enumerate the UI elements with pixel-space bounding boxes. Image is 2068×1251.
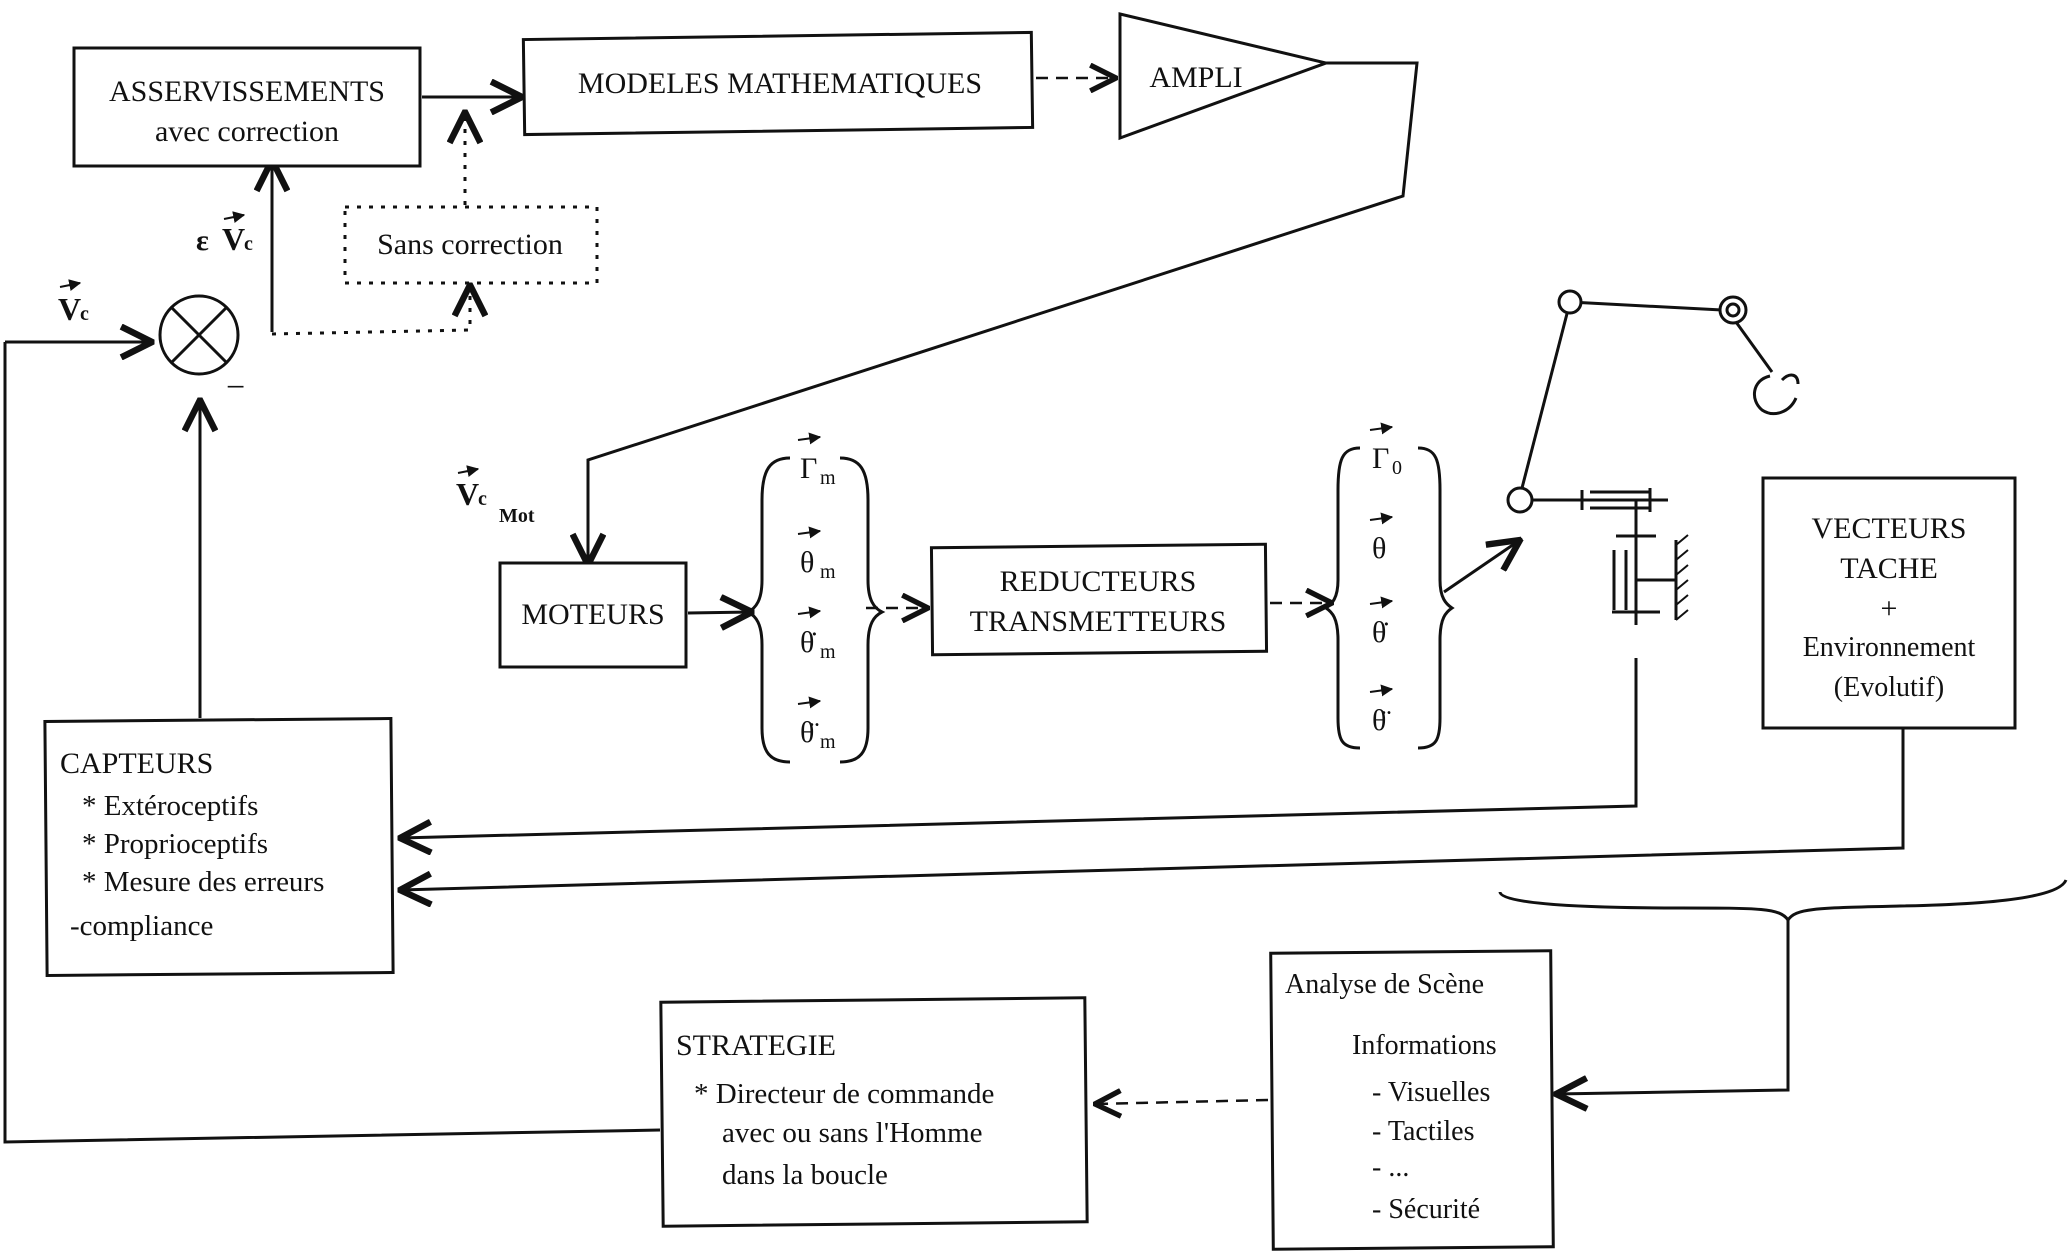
modeles-label: MODELES MATHEMATIQUES	[578, 67, 982, 100]
brace-to-analyse-line	[1556, 920, 1790, 1094]
joint-vector-vector-arrow	[1369, 684, 1394, 697]
joint-vector-entry: θ	[1369, 512, 1394, 565]
motor-vector-subscript: m	[820, 561, 836, 583]
moteurs-box	[498, 561, 688, 669]
motor-vector-entry: θ̇m	[797, 606, 836, 663]
reducteurs-box	[929, 542, 1269, 657]
epsilon-vc-label: ε V c	[196, 211, 253, 257]
capteurs-title: CAPTEURS	[60, 747, 213, 780]
minus-sign: −	[226, 369, 245, 406]
vc-sub: c	[80, 303, 89, 325]
sans-correction-label: Sans correction	[377, 228, 563, 261]
analyse-item-2: - Tactiles	[1372, 1116, 1474, 1147]
analyse-item-3: - ...	[1372, 1152, 1409, 1183]
robot-to-capteurs-line	[400, 658, 1638, 838]
analyse-title: Analyse de Scène	[1285, 969, 1484, 1000]
motor-vector-vector-arrow	[797, 606, 822, 619]
motor-vector-subscript: m	[820, 641, 836, 663]
motor-vector-vector-arrow	[797, 526, 822, 539]
vecteurs-line5: (Evolutif)	[1834, 672, 1944, 703]
analyse-to-strategie-arrow	[1095, 1100, 1269, 1104]
vc-mot-sub: c	[478, 488, 487, 510]
joint-vector-vector-arrow	[1369, 512, 1394, 525]
joint-vector-vector-arrow	[1369, 596, 1394, 609]
vecteurs-line2: TACHE	[1840, 552, 1938, 585]
moteurs-label: MOTEURS	[521, 598, 664, 631]
vc-label: V c	[58, 279, 89, 327]
motor-vector-subscript: m	[820, 731, 836, 753]
analyse-item-1: - Visuelles	[1372, 1077, 1490, 1108]
joint-vector-symbol: θ̇	[1372, 616, 1388, 649]
joint-vector-brackets	[1323, 446, 1455, 750]
joint-vector-subscript: 0	[1392, 457, 1402, 479]
motor-vector-subscript: m	[820, 467, 836, 489]
strategie-box	[659, 996, 1089, 1228]
joint-vector-symbol: Γ	[1372, 442, 1389, 475]
analyse-item-4: - Sécurité	[1372, 1194, 1480, 1225]
eps-vc-sub: c	[244, 233, 253, 255]
bypass-dotted-line	[271, 285, 470, 336]
capteurs-item-1: * Extéroceptifs	[82, 790, 258, 822]
analyse-subtitle: Informations	[1352, 1030, 1497, 1061]
vecteurs-line3: +	[1881, 592, 1898, 625]
capteurs-box	[43, 716, 395, 978]
motor-vector-brackets	[744, 456, 886, 764]
vecteurs-to-capteurs-line	[400, 728, 1905, 890]
joint-to-robot-arrow	[1443, 540, 1520, 594]
capteurs-item-2: * Proprioceptifs	[82, 828, 268, 860]
vecteurs-line1: VECTEURS	[1811, 512, 1966, 545]
motor-vector-symbol: θ	[800, 546, 814, 579]
vc-mot-label: V c Mot	[456, 465, 535, 527]
motor-vector-entry: θ̈m	[797, 696, 836, 753]
joint-vector-symbol: θ̈	[1372, 704, 1391, 737]
ampli-to-moteurs-line	[588, 61, 1419, 565]
eps-vc-base: V	[222, 221, 245, 257]
motor-vector-symbol: θ̈	[800, 716, 819, 749]
vecteurs-box	[1761, 476, 2017, 730]
strategie-item-3: dans la boucle	[722, 1159, 888, 1191]
ampli-triangle	[1118, 12, 1332, 141]
capteurs-item-4: -compliance	[70, 910, 213, 942]
motor-vector-vector-arrow	[797, 696, 822, 709]
analyse-box	[1269, 949, 1555, 1251]
strategy-feedback-line	[3, 342, 661, 1144]
strategie-title: STRATEGIE	[676, 1029, 836, 1062]
vc-base: V	[58, 291, 81, 327]
strategie-item-1: * Directeur de commande	[694, 1078, 994, 1110]
scene-brace	[1498, 879, 2068, 923]
robot-arm-icon	[1506, 289, 1800, 625]
summing-junction	[158, 294, 240, 376]
sans-correction-box	[343, 205, 599, 285]
vecteurs-line4: Environnement	[1803, 632, 1976, 663]
motor-vector-symbol: θ̇	[800, 626, 816, 659]
asservissements-label: ASSERVISSEMENTS	[109, 75, 385, 108]
ampli-label: AMPLI	[1149, 61, 1242, 94]
reducteurs-label: REDUCTEURS	[1000, 565, 1197, 598]
moteurs-to-vector-arrow	[687, 612, 752, 613]
joint-vector-vector-arrow	[1369, 422, 1394, 435]
reducteurs-sublabel: TRANSMETTEURS	[970, 605, 1227, 638]
vc-mot-base: V	[456, 476, 479, 512]
epsilon-symbol: ε	[196, 224, 209, 257]
joint-vector-entry: θ̇	[1369, 596, 1394, 649]
motor-vector-vector-arrow	[797, 432, 822, 445]
motor-vector-symbol: Γ	[800, 452, 817, 485]
asservissements-box	[72, 46, 422, 168]
modeles-box	[521, 30, 1035, 137]
vc-mot-sub2: Mot	[499, 505, 535, 527]
joint-vector-symbol: θ	[1372, 532, 1386, 565]
joint-vector-entry: θ̈	[1369, 684, 1394, 737]
strategie-item-2: avec ou sans l'Homme	[722, 1117, 983, 1149]
capteurs-item-3: * Mesure des erreurs	[82, 866, 324, 898]
asservissements-sublabel: avec correction	[155, 115, 339, 148]
